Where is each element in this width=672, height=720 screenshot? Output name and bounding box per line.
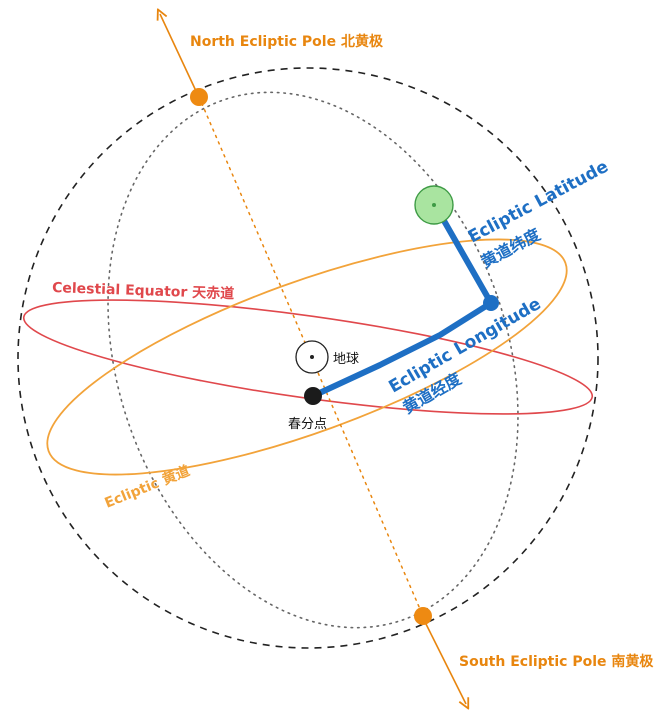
north-pole-arrow <box>160 14 197 92</box>
celestial-equator-ellipse <box>22 299 594 415</box>
earth-label: 地球 <box>333 352 359 367</box>
ecliptic-ellipse <box>46 238 568 476</box>
celestial-equator-label: Celestial Equator 天赤道 <box>52 279 235 302</box>
ecliptic-longitude-line <box>310 300 494 399</box>
north-pole-label: North Ecliptic Pole 北黄极 <box>190 33 384 50</box>
north-pole-dot <box>190 88 208 106</box>
celestial-sphere-outline <box>17 67 599 649</box>
ecliptic-longitude-label-en: Ecliptic Longitude <box>386 294 545 397</box>
earth-center-dot <box>310 355 314 359</box>
ecliptic-projection-point <box>483 295 499 311</box>
black-dot-icon <box>304 387 322 405</box>
south-pole-dot <box>414 607 432 625</box>
star-center-dot <box>432 203 436 207</box>
vernal-equinox-label: 春分点 <box>288 417 327 432</box>
south-pole-label: South Ecliptic Pole 南黄极 <box>459 653 654 670</box>
meridian-circle <box>107 91 519 629</box>
ecliptic-label: Ecliptic 黄道 <box>102 462 192 512</box>
south-pole-arrow <box>425 623 466 704</box>
